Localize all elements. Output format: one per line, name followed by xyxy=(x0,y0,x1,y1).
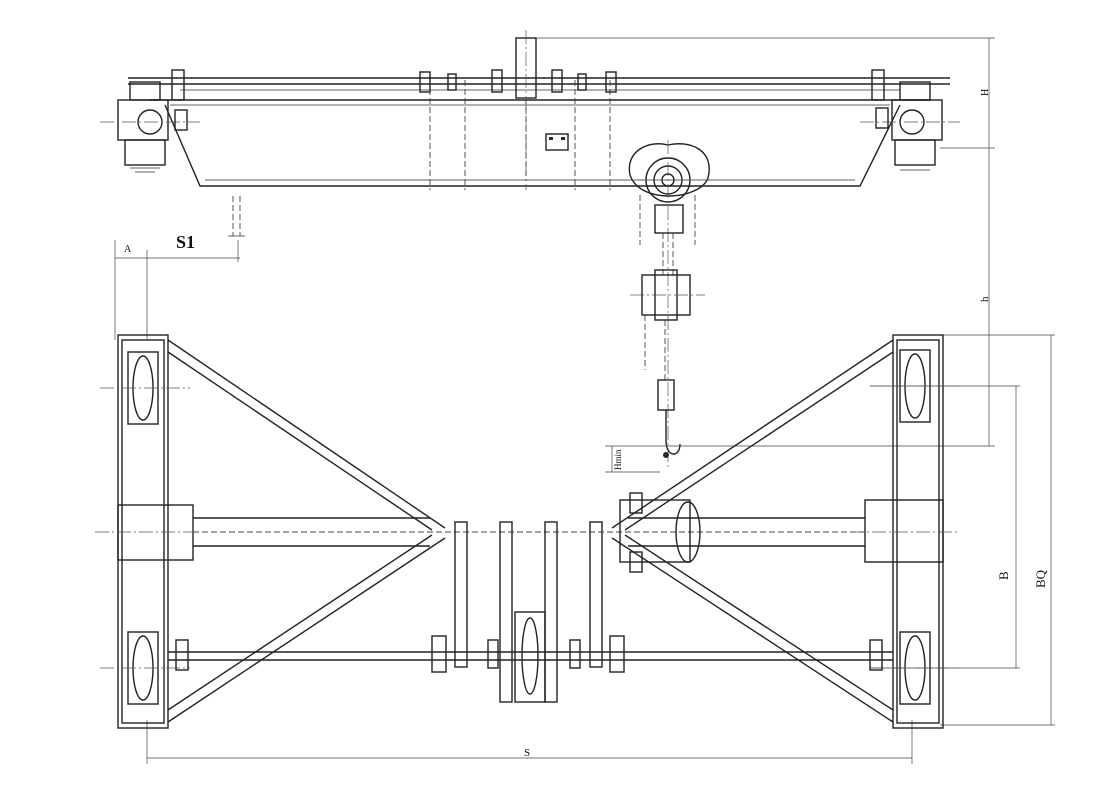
label-h: H xyxy=(980,89,991,96)
label-a: A xyxy=(124,244,132,255)
dimension-labels: S1 A H h Hmin B BQ S xyxy=(124,89,1048,759)
central-drive xyxy=(175,521,883,703)
left-end-carriage xyxy=(100,69,200,173)
left-end-truck-plan xyxy=(95,334,200,729)
right-end-carriage xyxy=(860,69,960,171)
label-h-lower: h xyxy=(979,296,991,302)
diagonal-braces xyxy=(167,339,894,723)
chain-hoist xyxy=(615,140,725,470)
elevation-view xyxy=(100,30,960,470)
label-h-min: Hmin xyxy=(613,449,623,470)
dimensions xyxy=(114,37,1055,764)
label-s1: S1 xyxy=(176,232,195,252)
plan-view xyxy=(95,334,960,729)
trolley-plan xyxy=(619,492,701,573)
label-b: B xyxy=(996,571,1011,580)
label-s: S xyxy=(524,747,530,759)
label-bq: BQ xyxy=(1033,569,1048,588)
right-end-truck-plan xyxy=(850,334,960,729)
